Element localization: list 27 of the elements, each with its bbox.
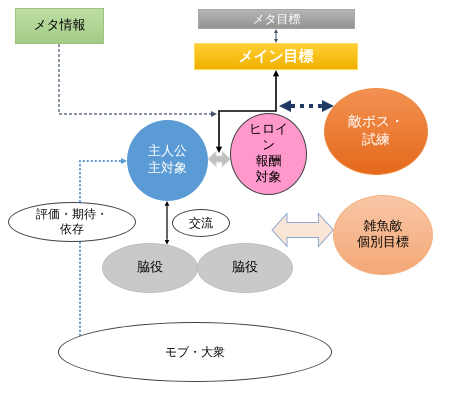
node-label: メタ情報 — [34, 18, 86, 34]
node-label: 交流 — [189, 216, 213, 230]
node-label: ヒロイン — [248, 122, 289, 154]
node-label: 脇役 — [232, 260, 258, 276]
goal-box — [194, 43, 358, 70]
block-double-arrow — [207, 150, 232, 168]
double-arrow — [216, 70, 280, 153]
ellipse-node — [172, 209, 230, 237]
node-label: メイン目標 — [238, 47, 314, 66]
dashed-arrow — [58, 44, 217, 117]
double-arrow — [164, 201, 170, 245]
node-label: モブ・大衆 — [165, 344, 225, 360]
dashed-double-arrow — [279, 100, 334, 112]
node-label: 個別目標 — [357, 235, 409, 252]
node-label: 評価・期待・依存 — [35, 207, 109, 237]
info-box — [15, 8, 104, 44]
dashed-arrow — [79, 158, 127, 202]
node-label: 報酬対象 — [254, 154, 282, 186]
node-label: 雑魚敵 — [364, 218, 402, 235]
node-label: 敵ボス・試練 — [346, 114, 405, 149]
dashed-connector-line — [79, 242, 81, 336]
node-label: メタ目標 — [252, 12, 300, 26]
goal-box — [198, 9, 355, 29]
node-label: 主人公主対象 — [147, 144, 188, 177]
node-label: 脇役 — [137, 260, 163, 276]
double-arrow — [274, 29, 278, 43]
block-double-arrow — [271, 212, 334, 248]
